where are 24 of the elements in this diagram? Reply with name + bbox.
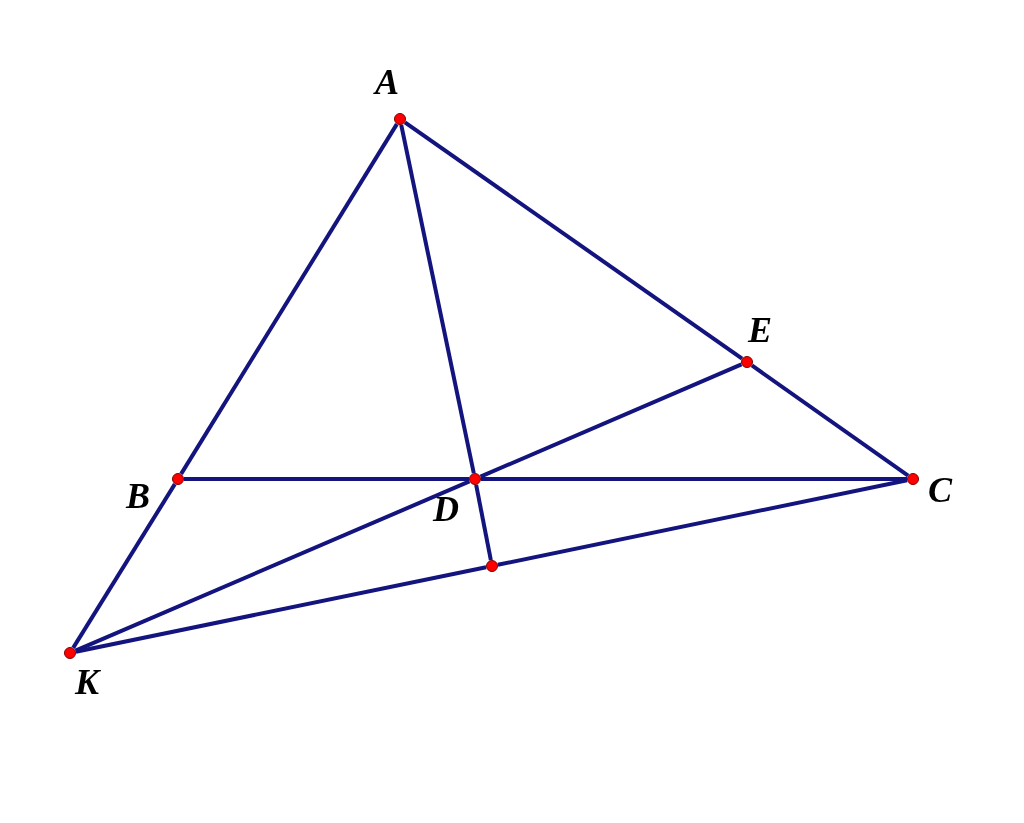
- line-segment: [71, 483, 177, 649]
- line-segment: [474, 484, 493, 561]
- point-dot: [469, 473, 481, 485]
- point-dot: [394, 113, 406, 125]
- line-segment: [750, 363, 910, 478]
- point-label: B: [126, 478, 150, 514]
- point-dot: [907, 473, 919, 485]
- point-dot: [486, 560, 498, 572]
- line-segment: [399, 124, 476, 474]
- line-segment: [74, 479, 471, 653]
- line-segment: [481, 477, 907, 481]
- line-segment: [403, 120, 744, 361]
- line-segment: [184, 477, 469, 481]
- line-segment: [75, 565, 487, 654]
- line-segment: [179, 123, 399, 475]
- line-segment: [497, 478, 908, 567]
- point-label: A: [375, 64, 399, 100]
- point-label: K: [75, 664, 99, 700]
- point-label: C: [928, 472, 952, 508]
- point-dot: [172, 473, 184, 485]
- point-label: E: [748, 312, 772, 348]
- point-label: D: [433, 491, 459, 527]
- point-dot: [64, 647, 76, 659]
- line-segment: [479, 362, 743, 479]
